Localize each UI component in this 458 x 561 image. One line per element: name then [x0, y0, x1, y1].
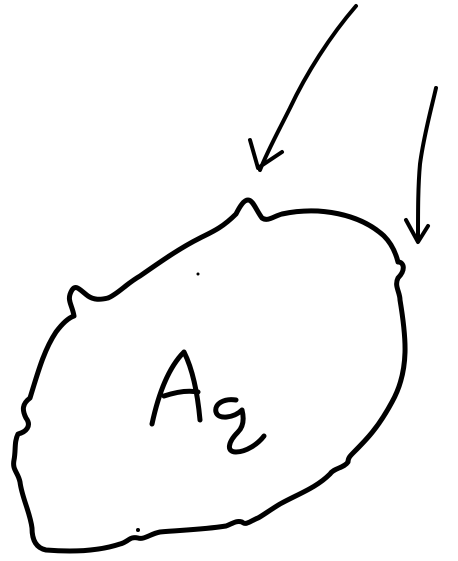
arrow-left-shaft: [260, 6, 356, 170]
particle-outline: [14, 200, 405, 551]
ink-dot: [136, 528, 140, 532]
label-letter-a: [152, 352, 200, 424]
arrow-right-shaft: [418, 88, 436, 238]
ink-dot: [197, 273, 200, 276]
label-letter-g: [216, 400, 264, 452]
